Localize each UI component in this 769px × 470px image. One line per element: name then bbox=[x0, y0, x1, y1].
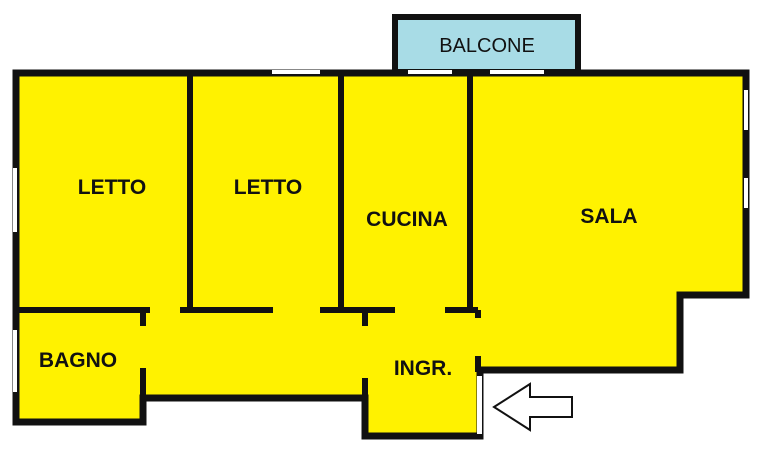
room-label-letto-2: LETTO bbox=[234, 176, 302, 199]
room-label-bagno: BAGNO bbox=[39, 349, 117, 372]
room-label-letto-1: LETTO bbox=[78, 176, 146, 199]
interior-walls bbox=[16, 73, 481, 400]
window-left-bagno bbox=[13, 330, 17, 392]
arrow-left-icon bbox=[492, 382, 573, 432]
room-label-sala: SALA bbox=[580, 205, 637, 228]
window-left-letto bbox=[13, 168, 17, 232]
window-top-letto bbox=[272, 70, 320, 74]
window-balcony-2 bbox=[490, 70, 544, 74]
windows bbox=[13, 70, 748, 434]
floor-area bbox=[12, 69, 750, 440]
window-right-sala bbox=[744, 90, 748, 130]
window-balcony-1 bbox=[408, 70, 452, 74]
door-entrance bbox=[477, 376, 482, 434]
room-label-cucina: CUCINA bbox=[366, 208, 448, 231]
room-label-balcone: BALCONE bbox=[439, 35, 535, 57]
room-label-ingresso: INGR. bbox=[394, 357, 452, 380]
window-right-sala-2 bbox=[744, 178, 748, 208]
